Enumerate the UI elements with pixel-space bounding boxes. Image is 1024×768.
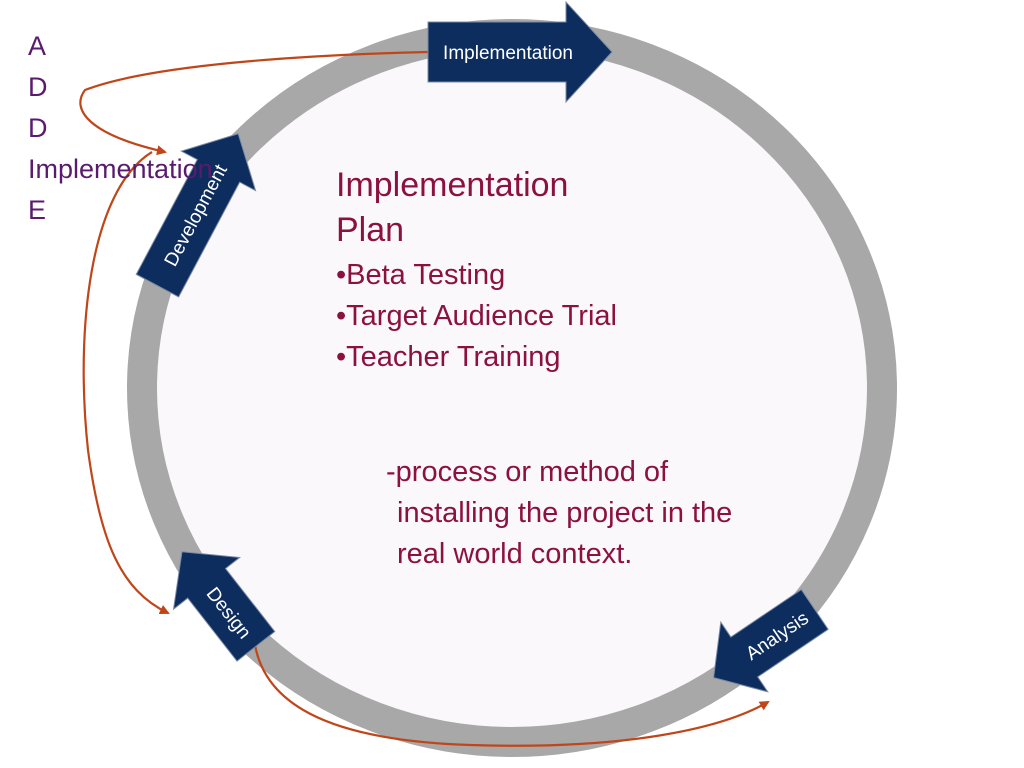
definition-line-3: real world context. <box>397 538 633 570</box>
analysis-arrow: Analysis <box>713 588 829 693</box>
acronym-letter-analysis: A <box>28 31 47 61</box>
plan-item-target-audience-trial: •Target Audience Trial <box>336 300 617 332</box>
acronym-letter-implementation: Implementation <box>28 154 213 184</box>
acronym-letter-evaluation: E <box>28 195 47 225</box>
plan-title: Implementation Plan <box>336 166 569 249</box>
acronym-letter-design: D <box>28 72 48 102</box>
implementation-arrow-shape <box>427 0 613 104</box>
plan-item-beta-testing: •Beta Testing <box>336 259 506 291</box>
connector-implementation-to-development <box>79 50 429 156</box>
definition-line-2: installing the project in the <box>397 497 733 529</box>
plan-list: •Beta Testing •Target Audience Trial •Te… <box>336 255 636 378</box>
design-arrow-shape <box>172 551 276 662</box>
addie-acronym-stack: A D D Implementation E <box>28 26 213 231</box>
connector-development-to-design <box>82 151 170 615</box>
implementation-plan-block: Implementation Plan •Beta Testing •Targe… <box>336 163 636 378</box>
connector-design-to-analysis <box>253 644 770 747</box>
definition-line-1: -process or method of <box>386 456 669 488</box>
implementation-arrow: Implementation <box>427 0 613 104</box>
implementation-arrow-label: Implementation <box>443 43 573 64</box>
development-arrow-shape <box>135 133 257 298</box>
implementation-definition: -process or method of installing the pro… <box>386 452 816 575</box>
plan-item-teacher-training: •Teacher Training <box>336 341 561 373</box>
acronym-letter-development: D <box>28 113 48 143</box>
analysis-arrow-shape <box>713 588 829 693</box>
